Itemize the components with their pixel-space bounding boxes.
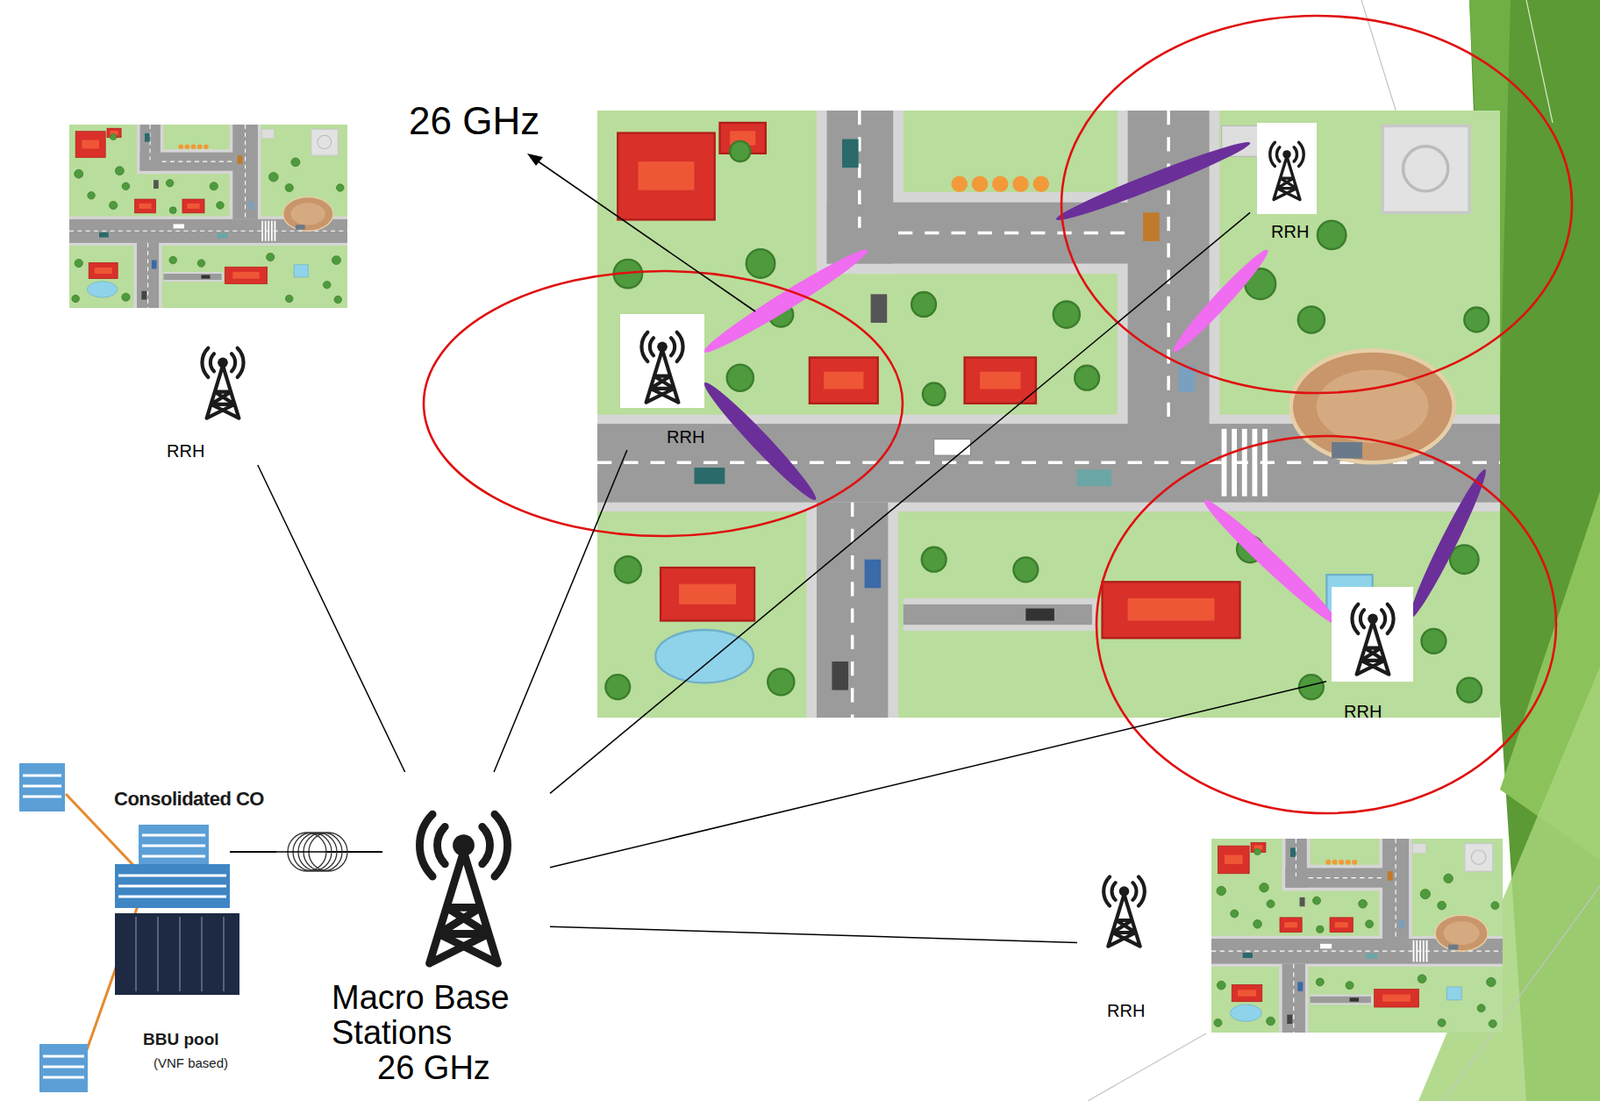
node-text: RRH	[1077, 1000, 1170, 1022]
radio-beam	[1167, 244, 1273, 358]
server-rack	[157, 916, 159, 992]
server-rack	[178, 916, 181, 992]
office-building	[42, 1055, 85, 1058]
antenna-tower	[1257, 122, 1317, 215]
link-line	[276, 850, 327, 853]
leader-arrow	[527, 153, 543, 166]
node-text: RRH	[153, 440, 268, 462]
link-line	[493, 450, 628, 772]
radio-head: RRH	[1326, 581, 1420, 727]
antenna-tower	[641, 332, 683, 403]
antenna-tower	[620, 314, 705, 408]
office-building	[142, 844, 206, 848]
office-building	[42, 1065, 85, 1069]
antenna-tower	[419, 814, 508, 964]
node-text: Macro Base Stations	[326, 980, 550, 1051]
antenna-tower	[1351, 604, 1393, 675]
radio-head: RRH	[153, 328, 268, 465]
city-map	[597, 110, 1500, 718]
office-building	[19, 763, 65, 812]
radio-head: RRH	[1250, 117, 1329, 245]
link-line	[550, 681, 1327, 868]
coverage-ellipse	[423, 15, 1572, 814]
office-building	[39, 1043, 88, 1093]
macro-base-station: Macro Base Stations26 GHz	[326, 771, 550, 1090]
office-building	[118, 885, 227, 888]
office-building	[118, 874, 227, 878]
antenna-tower	[1331, 586, 1414, 682]
frequency-label: 26 GHz	[408, 98, 540, 145]
office-building	[22, 774, 62, 778]
fiber-link	[326, 850, 383, 853]
node-text: RRH	[1326, 700, 1420, 722]
radio-beam	[1403, 465, 1493, 622]
link-line	[550, 926, 1078, 943]
leader-arrow	[527, 153, 756, 312]
antenna-tower	[1103, 877, 1145, 947]
connector-layer	[257, 212, 1327, 943]
server-rack	[114, 913, 240, 995]
city-map	[69, 110, 1503, 1033]
node-text: (VNF based)	[100, 1055, 277, 1072]
radio-beam	[698, 376, 822, 506]
radio-beam	[1052, 135, 1253, 228]
fiber-link	[229, 850, 277, 853]
node-text: BBU pool	[100, 1029, 277, 1050]
radio-beam	[699, 242, 872, 359]
office-building	[22, 775, 62, 797]
antenna-tower	[201, 122, 1414, 964]
radio-beam	[1198, 493, 1344, 631]
link-line	[257, 464, 406, 772]
leader-arrow	[536, 160, 756, 312]
slide-decoration	[1087, 1033, 1207, 1101]
slide-decoration	[1526, 0, 1553, 123]
link-line	[550, 212, 1250, 793]
radio-head: RRH	[1077, 857, 1170, 1025]
radio-head: RRH	[614, 308, 724, 450]
office-building	[138, 824, 209, 865]
office-building	[22, 785, 62, 788]
server-rack	[200, 916, 203, 992]
office-building	[42, 1056, 85, 1078]
office-building	[118, 895, 227, 899]
antenna-tower	[1270, 142, 1304, 200]
fiber-link	[229, 832, 383, 872]
coverage-ellipse	[423, 271, 903, 536]
central-office: Consolidated CO BBU pool (VNF based)	[100, 785, 277, 1084]
frequency-label: 26 GHz	[408, 98, 540, 145]
node-text: Consolidated CO	[100, 787, 277, 811]
node-text: RRH	[614, 426, 724, 448]
node-text: 26 GHz	[326, 1050, 550, 1086]
office-building	[142, 834, 206, 837]
office-building	[142, 855, 206, 858]
office-building	[42, 1076, 85, 1079]
office-building	[114, 864, 230, 908]
node-text: RRH	[1250, 221, 1329, 243]
server-rack	[222, 916, 225, 992]
antenna-tower	[201, 348, 243, 419]
coverage-ellipse	[1061, 15, 1572, 393]
office-building	[22, 795, 62, 799]
city-map	[1211, 838, 1503, 1033]
coverage-ellipse	[1096, 435, 1557, 814]
server-rack	[114, 913, 240, 995]
office-building	[118, 835, 227, 897]
radio-beam	[698, 135, 1493, 632]
office-building	[83, 885, 145, 1060]
server-rack	[135, 916, 224, 992]
server-rack	[135, 916, 137, 992]
city-map	[69, 124, 348, 308]
